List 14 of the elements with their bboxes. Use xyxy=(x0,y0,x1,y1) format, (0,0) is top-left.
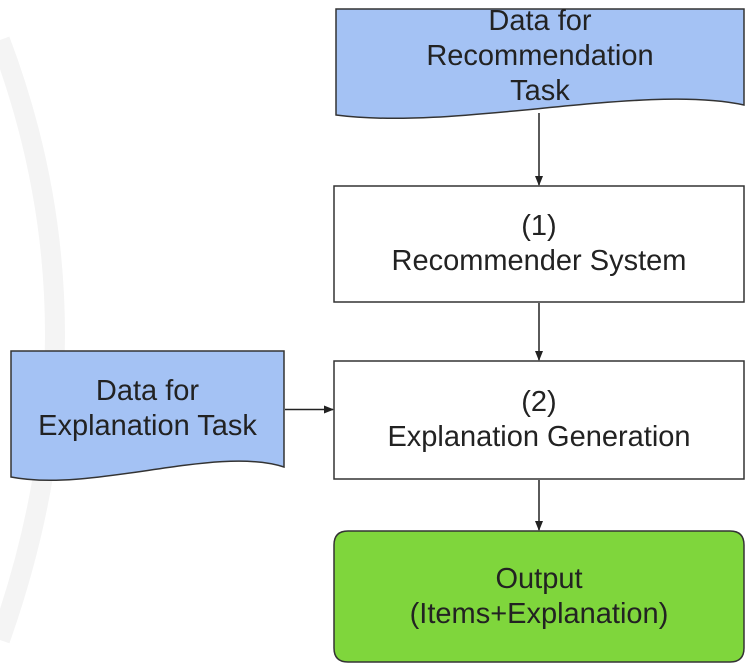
arrow xyxy=(285,406,334,414)
node-text: Data for Recommendation Task xyxy=(425,4,655,109)
output-box xyxy=(333,530,745,663)
arrow xyxy=(535,480,543,531)
node-text: (2) xyxy=(521,385,557,420)
arrow xyxy=(535,303,543,361)
node-text: Data for Explanation Task xyxy=(37,374,258,444)
node-text: Recommender System xyxy=(392,244,686,279)
node-text: Explanation Generation xyxy=(387,420,691,455)
arrow xyxy=(535,113,543,186)
node-text: (1) xyxy=(521,209,557,244)
process-box xyxy=(333,360,745,480)
node-text: Output (Items+Explanation) xyxy=(408,562,670,632)
process-box xyxy=(333,185,745,303)
